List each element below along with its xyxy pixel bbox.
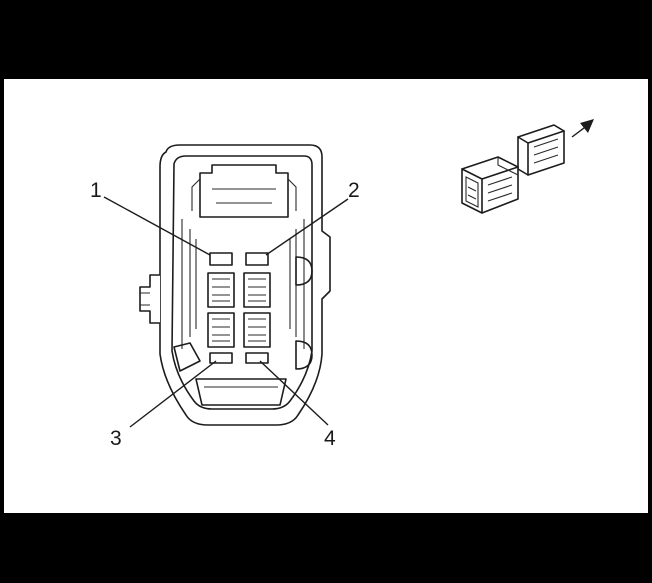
thumbnail-front-face: [465, 176, 479, 208]
left-tab-detail: [140, 292, 150, 306]
terminal-3-cavity: [209, 352, 233, 364]
connector-diagram: 1 2 3 4: [90, 119, 594, 450]
connector-inner-outline: [171, 155, 313, 410]
left-guide-lines: [181, 219, 197, 349]
terminal-2-cavity: [245, 252, 269, 266]
left-mounting-tab: [139, 274, 160, 324]
right-bump-lower: [295, 340, 313, 370]
right-bump-upper: [295, 256, 313, 286]
terminal-4-cavity: [245, 352, 269, 364]
direction-arrow-head: [580, 119, 594, 133]
terminal-1-cavity: [209, 252, 233, 266]
bottom-left-wedge: [173, 342, 201, 372]
leader-line-2: [265, 198, 349, 256]
bottom-well: [195, 378, 287, 406]
connector-thumbnail: [461, 119, 594, 214]
thumbnail-side-details: [487, 157, 519, 202]
leader-line-3: [129, 360, 217, 428]
terminal-block-lower-right: [243, 312, 271, 348]
thumbnail-front-top: [461, 166, 519, 214]
leader-line-4: [259, 360, 329, 426]
terminal-block-upper-right: [243, 272, 271, 308]
callout-1: 1: [90, 179, 102, 202]
terminal-block-lower-left: [207, 312, 235, 348]
latch-inner: [191, 178, 297, 211]
callout-4: 4: [324, 427, 336, 450]
terminal-block-upper-left: [207, 272, 235, 308]
thumbnail-rear-top: [517, 130, 565, 176]
latch-notch: [199, 164, 289, 218]
connector-face-view: [139, 144, 331, 426]
callout-2: 2: [348, 179, 360, 202]
thumbnail-front-body: [461, 156, 519, 214]
leader-line-1: [103, 196, 211, 256]
diagram-panel: 1 2 3 4: [4, 79, 648, 513]
callout-3: 3: [110, 427, 122, 450]
thumbnail-rear-ribs: [533, 138, 559, 164]
